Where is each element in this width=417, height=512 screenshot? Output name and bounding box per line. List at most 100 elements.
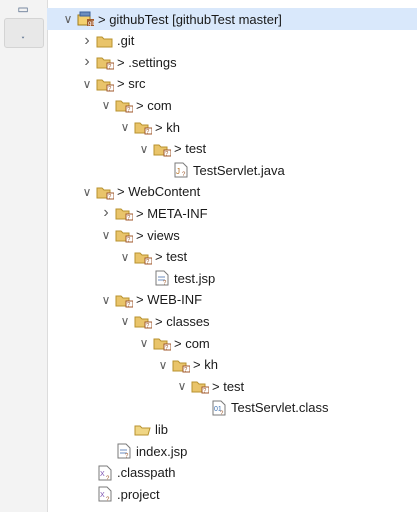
- chevron-down-icon[interactable]: ∨: [120, 249, 130, 264]
- expander-spacer: [99, 444, 113, 458]
- expander-spacer: [137, 271, 151, 285]
- svg-text:?: ?: [165, 151, 169, 157]
- tree-item[interactable]: X?.classpath: [47, 462, 417, 484]
- chevron-down-icon[interactable]: ∨: [63, 12, 73, 26]
- expander-spacer: [194, 401, 208, 415]
- svg-text:?: ?: [108, 194, 112, 200]
- folder-icon: [96, 33, 114, 49]
- tree-item-label: > com: [174, 335, 210, 351]
- tree-item-label: > META-INF: [136, 205, 208, 221]
- tree-item-label: > test: [174, 141, 207, 157]
- tree-item-label: > kh: [193, 357, 218, 373]
- xml-file-icon: X?: [96, 465, 114, 482]
- chevron-down-icon[interactable]: ∨: [139, 141, 149, 156]
- tree-item-label: lib: [155, 421, 169, 437]
- tree-item[interactable]: ∨?> kh: [47, 354, 417, 376]
- expander-spacer: [156, 163, 170, 177]
- chevron-down-icon[interactable]: ∨: [101, 98, 111, 113]
- tree-item-label: > WEB-INF: [136, 292, 203, 308]
- hierarchy-icon[interactable]: ֪: [12, 23, 34, 41]
- tree-item[interactable]: ∨? > views: [47, 224, 417, 246]
- folder-git-icon: ?: [115, 205, 134, 222]
- tree-item[interactable]: ›?> .settings: [47, 51, 417, 73]
- folder-git-icon: ?: [153, 335, 172, 352]
- folder-git-icon: ?: [96, 184, 115, 200]
- toolbar-button-frame: [4, 18, 44, 48]
- tree-item[interactable]: ›?> META-INF: [47, 202, 417, 224]
- tree-item-label: > com: [136, 97, 172, 113]
- tree-item[interactable]: ∨? > test: [47, 138, 417, 160]
- left-toolstrip: ▭ ֪: [0, 0, 48, 512]
- tree-item-label: .project: [117, 486, 160, 502]
- svg-text:?: ?: [106, 476, 110, 481]
- tree-item-label: > test: [155, 249, 188, 265]
- folder-git-icon: ?: [134, 119, 153, 136]
- svg-text:?: ?: [125, 454, 129, 460]
- class-file-icon: 01?: [210, 400, 228, 417]
- svg-text:?: ?: [163, 281, 167, 287]
- tree-item[interactable]: ∨? > WebContent: [47, 181, 417, 203]
- tree-item-label: > views: [136, 227, 180, 243]
- chevron-down-icon[interactable]: ∨: [120, 314, 130, 329]
- tree-item-label: > src: [117, 76, 146, 92]
- tree-item[interactable]: ∨? > WEB-INF: [47, 289, 417, 311]
- svg-text:?: ?: [127, 238, 131, 244]
- chevron-right-icon[interactable]: ›: [84, 31, 90, 49]
- tree-item-label: > .settings: [117, 54, 177, 70]
- tree-item[interactable]: ?index.jsp: [47, 440, 417, 462]
- tree-item-label: .git: [117, 33, 135, 49]
- svg-text:git: git: [88, 21, 95, 27]
- xml-file-icon: X?: [96, 486, 114, 503]
- chevron-down-icon[interactable]: ∨: [120, 120, 130, 134]
- folder-open-icon: [134, 421, 152, 437]
- project-explorer-tree[interactable]: ∨ git> githubTest [githubTest master] › .gi…: [47, 0, 417, 512]
- chevron-right-icon[interactable]: ›: [103, 204, 109, 222]
- tree-item[interactable]: ∨ git> githubTest [githubTest master]: [47, 8, 417, 30]
- tree-item-label: > kh: [155, 119, 180, 135]
- svg-text:01: 01: [214, 406, 222, 413]
- svg-text:?: ?: [108, 86, 112, 92]
- svg-text:?: ?: [146, 130, 150, 136]
- chevron-down-icon[interactable]: ∨: [158, 357, 168, 372]
- folder-git-icon: ?: [115, 227, 134, 244]
- tree-item[interactable]: ∨?> com: [47, 94, 417, 116]
- folder-git-icon: ?: [153, 141, 172, 157]
- tree-item[interactable]: ∨? > kh: [47, 116, 417, 138]
- tree-item[interactable]: ∨?> classes: [47, 310, 417, 332]
- chevron-down-icon[interactable]: ∨: [82, 76, 92, 91]
- tree-item[interactable]: ? test.jsp: [47, 267, 417, 289]
- folder-git-icon: ?: [96, 76, 115, 92]
- tree-item[interactable]: ∨?> com: [47, 332, 417, 354]
- chevron-down-icon[interactable]: ∨: [177, 379, 187, 394]
- folder-git-icon: ?: [172, 357, 191, 373]
- tree-item-label: test.jsp: [174, 270, 216, 286]
- chevron-down-icon[interactable]: ∨: [101, 292, 111, 307]
- folder-git-icon: ?: [96, 54, 115, 71]
- svg-text:?: ?: [220, 411, 224, 416]
- tree-item-label: > WebContent: [117, 184, 201, 200]
- tree-item[interactable]: › .git: [47, 30, 417, 52]
- tree-item[interactable]: ∨? > src: [47, 73, 417, 95]
- tree-item[interactable]: ∨?> test: [47, 246, 417, 268]
- collapse-all-icon[interactable]: ▭: [17, 2, 29, 16]
- tree-item[interactable]: J?TestServlet.java: [47, 159, 417, 181]
- svg-text:?: ?: [106, 497, 110, 502]
- tree-item[interactable]: lib: [47, 418, 417, 440]
- java-file-icon: J?: [172, 162, 190, 178]
- svg-text:?: ?: [127, 302, 131, 308]
- svg-text:?: ?: [203, 389, 207, 395]
- chevron-down-icon[interactable]: ∨: [101, 228, 111, 242]
- chevron-right-icon[interactable]: ›: [84, 53, 90, 71]
- tree-item-label: .classpath: [117, 465, 176, 481]
- tree-item[interactable]: ∨?> test: [47, 375, 417, 397]
- tree-item-label: TestServlet.class: [231, 400, 329, 416]
- tree-item[interactable]: X?.project: [47, 483, 417, 505]
- expander-spacer: [80, 487, 94, 501]
- chevron-down-icon[interactable]: ∨: [82, 184, 92, 199]
- chevron-down-icon[interactable]: ∨: [139, 336, 149, 350]
- project-icon: git: [77, 11, 95, 27]
- svg-text:X: X: [100, 471, 105, 478]
- svg-text:X: X: [100, 492, 105, 499]
- tree-item-label: > githubTest [githubTest master]: [98, 11, 282, 27]
- tree-item[interactable]: 01?TestServlet.class: [47, 397, 417, 419]
